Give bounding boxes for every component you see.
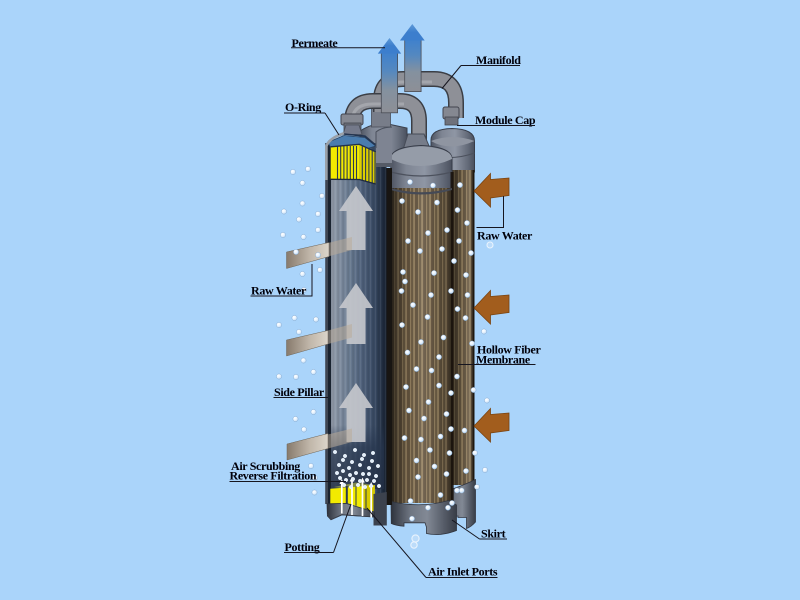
svg-text:Raw Water: Raw Water <box>251 284 307 298</box>
svg-text:Permeate: Permeate <box>292 36 339 50</box>
svg-text:Manifold: Manifold <box>476 53 521 67</box>
svg-text:Air Inlet Ports: Air Inlet Ports <box>428 565 498 579</box>
svg-text:Side Pillar: Side Pillar <box>274 385 325 399</box>
svg-text:Potting: Potting <box>285 540 320 554</box>
svg-text:Raw Water: Raw Water <box>477 229 533 243</box>
svg-text:O-Ring: O-Ring <box>285 100 321 114</box>
svg-text:Air Scrubbing: Air Scrubbing <box>231 459 300 473</box>
svg-text:Reverse Filtration: Reverse Filtration <box>230 469 317 483</box>
svg-text:Module Cap: Module Cap <box>475 113 536 127</box>
svg-text:Membrane: Membrane <box>476 353 531 367</box>
svg-text:Skirt: Skirt <box>481 527 506 541</box>
svg-text:Hollow Fiber: Hollow Fiber <box>477 343 541 357</box>
